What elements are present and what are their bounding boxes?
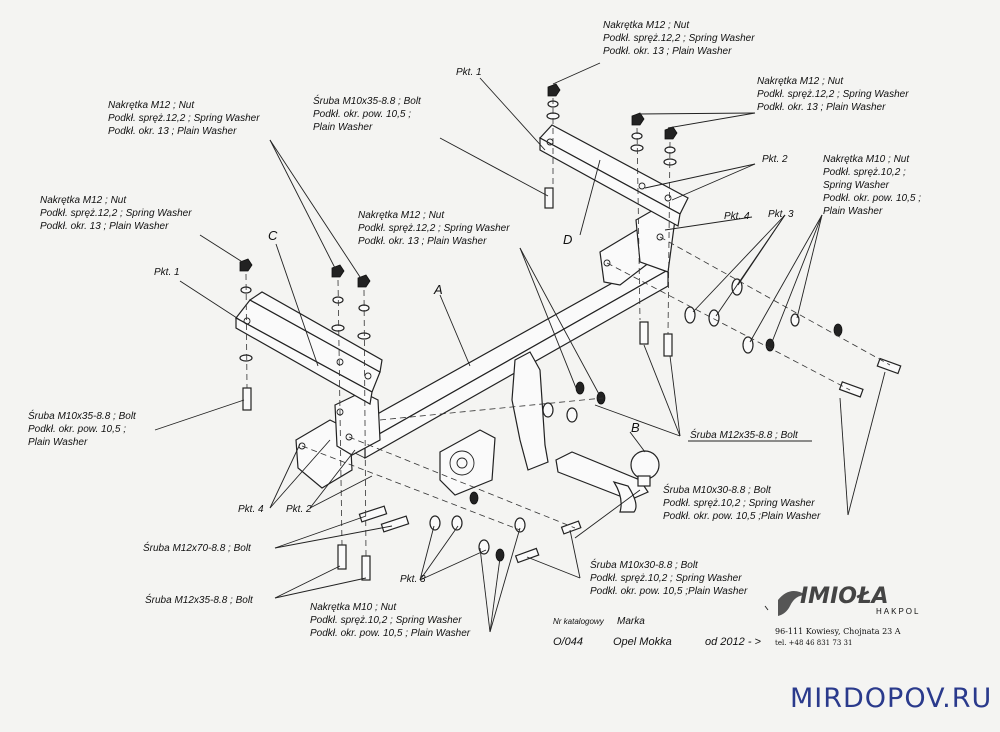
catalog-caption: Nr katalogowy: [553, 617, 605, 626]
vehicle-name: Opel Mokka: [613, 636, 672, 648]
callout-pkt3-bottom: Pkt. 3: [400, 574, 426, 585]
label-bolt-m12x70: Śruba M12x70-8.8 ; Bolt: [143, 541, 252, 554]
tow-ball-b: [555, 450, 660, 513]
manufacturer-logo: IMIOŁA HAKPOL 96-111 Kowiesy, Chojnata 2…: [775, 584, 920, 647]
part-letter-d: D: [563, 232, 572, 247]
watermark: MIRDOPOV.RU: [790, 683, 992, 714]
svg-text:Śruba M12x35-8.8 ; Bolt: Śruba M12x35-8.8 ; Bolt: [690, 428, 799, 441]
catalog-info: Nr katalogowy O/044 Marka Opel Mokka od …: [553, 616, 762, 648]
svg-text:Śruba M12x70-8.8 ; Bolt: Śruba M12x70-8.8 ; Bolt: [143, 541, 252, 554]
part-letter-a: A: [433, 282, 443, 297]
callout-pkt2-right: Pkt. 2: [762, 154, 788, 165]
leader-lines: [154, 62, 886, 633]
callout-pkt3-right: Pkt. 3: [768, 209, 794, 220]
part-letter-c: C: [268, 228, 278, 243]
label-bolt-m12x35-left: Śruba M12x35-8.8 ; Bolt: [145, 593, 254, 606]
label-bolt-m12x35-right: Śruba M12x35-8.8 ; Bolt: [688, 428, 812, 442]
part-letter-b: B: [631, 420, 640, 435]
manufacturer-address: 96-111 Kowiesy, Chojnata 23 A: [775, 627, 901, 636]
callout-pkt4-left: Pkt. 4: [238, 504, 264, 515]
crossbar-a: [343, 261, 670, 460]
callout-pkt1-top: Pkt. 1: [456, 67, 482, 78]
right-side-plate: [599, 204, 677, 286]
assembly-axes: [245, 98, 891, 557]
callout-pkt4-right: Pkt. 4: [724, 211, 750, 222]
vehicle-year: od 2012 - >: [705, 636, 762, 648]
manufacturer-phone: tel. +48 46 831 73 31: [775, 639, 852, 647]
svg-text:Śruba M12x35-8.8 ; Bolt: Śruba M12x35-8.8 ; Bolt: [145, 593, 254, 606]
logo-wordmark: IMIOŁA: [800, 584, 889, 609]
fasteners: [239, 83, 902, 581]
logo-sub: HAKPOL: [876, 607, 920, 616]
callout-pkt2-left: Pkt. 2: [286, 504, 312, 515]
left-side-plate: [295, 391, 381, 489]
bracket-c: [235, 291, 383, 405]
callout-pkt1-left: Pkt. 1: [154, 267, 180, 278]
brand-caption: Marka: [617, 616, 645, 627]
bracket-d: [539, 124, 689, 227]
catalog-number: O/044: [553, 636, 583, 648]
